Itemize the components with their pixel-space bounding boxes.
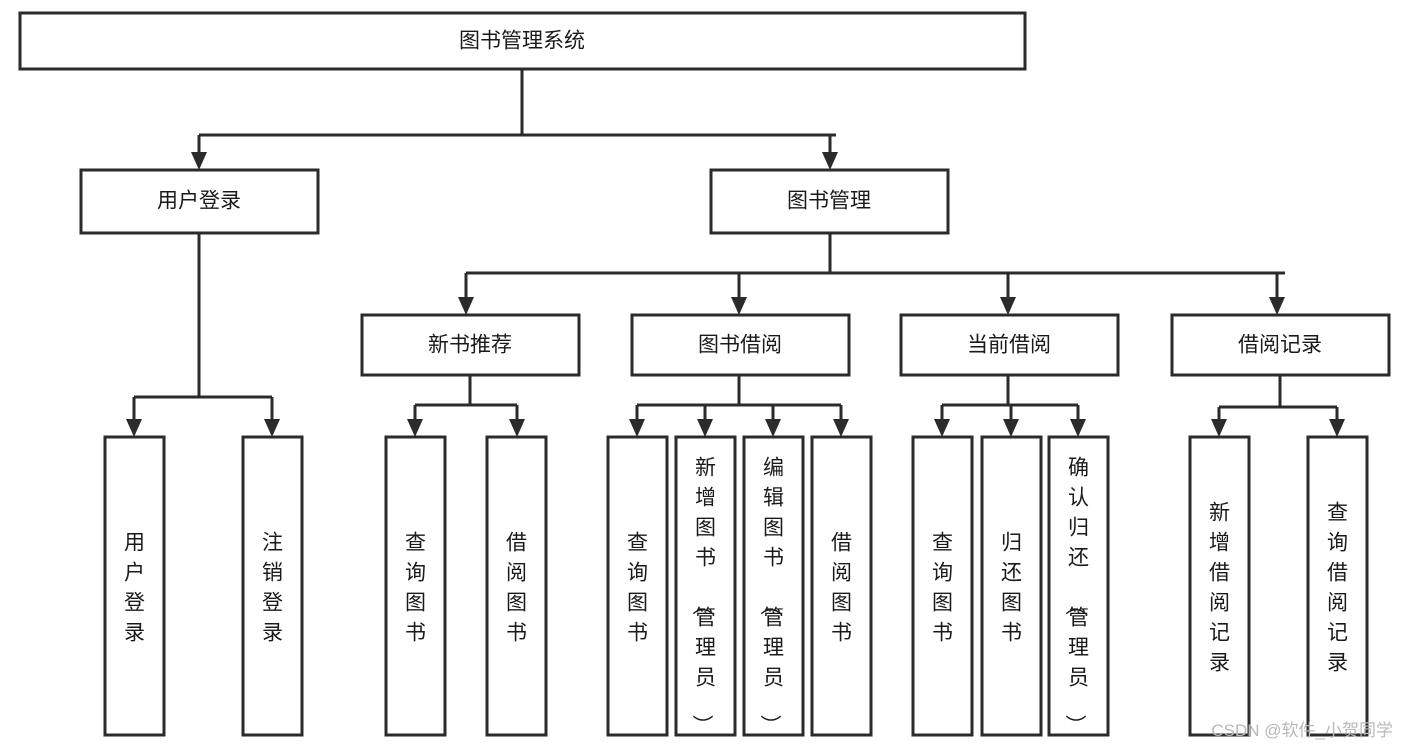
node-leaf-add-book-label: 新增图书（管理员） (690, 456, 716, 735)
node-leaf-user-login[interactable]: 用户登录 (103, 435, 166, 737)
node-leaf-confirm-return-box[interactable] (1047, 435, 1110, 737)
arrowhead-leaf-confirm-return (1070, 419, 1086, 437)
node-leaf-query-book-3-label: 查询图书 (932, 531, 953, 644)
node-book-manage[interactable]: 图书管理 (709, 168, 950, 235)
node-borrow-record[interactable]: 借阅记录 (1170, 313, 1391, 377)
arrowhead-leaf-query-book-3 (934, 419, 950, 437)
node-leaf-edit-book-label: 编辑图书（管理员） (758, 456, 784, 735)
node-current-borrow-label: 当前借阅 (967, 334, 1051, 357)
arrowhead-borrow-record (1269, 297, 1285, 315)
arrowhead-leaf-borrow-book-2 (833, 419, 849, 437)
node-leaf-logout[interactable]: 注销登录 (241, 435, 304, 737)
node-leaf-user-login-box[interactable] (103, 435, 166, 737)
arrowhead-leaf-add-book (697, 419, 713, 437)
arrowhead-leaf-query-book-2 (629, 419, 645, 437)
arrowhead-leaf-query-book-1 (407, 419, 423, 437)
arrowhead-current-borrow (1000, 297, 1016, 315)
node-leaf-borrow-book-2[interactable]: 借阅图书 (810, 435, 873, 737)
connectors-book-manage-to-level3 (458, 233, 1285, 315)
node-leaf-edit-book[interactable]: 编辑图书（管理员） (742, 435, 805, 737)
node-user-login-box[interactable] (79, 168, 320, 235)
arrowhead-book-borrow (731, 297, 747, 315)
node-leaf-logout-label: 注销登录 (262, 531, 283, 644)
node-new-book-rec[interactable]: 新书推荐 (360, 313, 581, 377)
node-book-borrow-label: 图书借阅 (698, 334, 782, 357)
node-leaf-return-book-box[interactable] (980, 435, 1043, 737)
node-leaf-add-record[interactable]: 新增借阅记录 (1188, 435, 1251, 737)
connectors-root-to-level2 (191, 69, 838, 170)
node-leaf-borrow-book-1-label: 借阅图书 (506, 531, 527, 644)
node-new-book-rec-box[interactable] (360, 313, 581, 377)
arrowhead-leaf-edit-book (765, 419, 781, 437)
node-leaf-query-book-2[interactable]: 查询图书 (606, 435, 669, 737)
node-leaf-borrow-book-1-box[interactable] (485, 435, 548, 737)
node-leaf-user-login-label: 用户登录 (124, 531, 145, 644)
leaf-nodes-layer: 用户登录 注销登录 查询图书 借阅图书 查询图书 新增图书（管理员） 编辑图书（管理员） 借阅… (103, 435, 1369, 737)
node-leaf-borrow-book-1[interactable]: 借阅图书 (485, 435, 548, 737)
node-leaf-add-book[interactable]: 新增图书（管理员） (674, 435, 737, 737)
node-book-manage-box[interactable] (709, 168, 950, 235)
node-leaf-edit-book-box[interactable] (742, 435, 805, 737)
node-book-manage-label: 图书管理 (787, 190, 871, 213)
node-leaf-query-record-label: 查询借阅记录 (1327, 501, 1348, 674)
arrowhead-book-manage (822, 152, 838, 170)
node-user-login[interactable]: 用户登录 (79, 168, 320, 235)
node-leaf-query-book-3-box[interactable] (911, 435, 974, 737)
node-leaf-borrow-book-2-box[interactable] (810, 435, 873, 737)
node-leaf-query-record-box[interactable] (1306, 435, 1369, 737)
arrowhead-user-login (191, 152, 207, 170)
node-leaf-return-book[interactable]: 归还图书 (980, 435, 1043, 737)
connectors-new-book-rec-to-leaves (407, 375, 525, 437)
node-leaf-add-book-box[interactable] (674, 435, 737, 737)
node-new-book-rec-label: 新书推荐 (428, 334, 512, 357)
node-borrow-record-label: 借阅记录 (1238, 334, 1322, 357)
node-leaf-query-book-2-box[interactable] (606, 435, 669, 737)
node-leaf-query-book-3[interactable]: 查询图书 (911, 435, 974, 737)
arrowhead-leaf-logout (264, 419, 280, 437)
node-leaf-query-book-1-box[interactable] (384, 435, 447, 737)
node-leaf-borrow-book-2-label: 借阅图书 (831, 531, 852, 644)
connectors-book-borrow-to-leaves (629, 375, 849, 437)
node-current-borrow-box[interactable] (899, 313, 1120, 377)
node-leaf-logout-box[interactable] (241, 435, 304, 737)
connectors-borrow-record-to-leaves (1211, 375, 1345, 437)
connectors-current-borrow-to-leaves (934, 375, 1086, 437)
arrowhead-leaf-user-login (126, 419, 142, 437)
node-book-borrow-box[interactable] (630, 313, 851, 377)
node-leaf-return-book-label: 归还图书 (1001, 531, 1022, 644)
node-leaf-add-record-label: 新增借阅记录 (1209, 501, 1230, 674)
node-book-borrow[interactable]: 图书借阅 (630, 313, 851, 377)
arrowhead-new-book-rec (458, 297, 474, 315)
node-leaf-query-book-1-label: 查询图书 (405, 531, 426, 644)
arrowhead-leaf-query-record (1329, 419, 1345, 437)
node-leaf-confirm-return-label: 确认归还（管理员） (1063, 456, 1089, 735)
node-leaf-query-book-2-label: 查询图书 (627, 531, 648, 644)
node-leaf-query-record[interactable]: 查询借阅记录 (1306, 435, 1369, 737)
node-root-box[interactable] (18, 11, 1027, 71)
node-leaf-add-record-box[interactable] (1188, 435, 1251, 737)
arrowhead-leaf-borrow-book-1 (509, 419, 525, 437)
node-root[interactable]: 图书管理系统 (18, 11, 1027, 71)
node-leaf-confirm-return[interactable]: 确认归还（管理员） (1047, 435, 1110, 737)
connectors-user-login-to-leaves (126, 233, 280, 437)
node-leaf-query-book-1[interactable]: 查询图书 (384, 435, 447, 737)
arrowhead-leaf-return-book (1003, 419, 1019, 437)
node-current-borrow[interactable]: 当前借阅 (899, 313, 1120, 377)
node-root-label: 图书管理系统 (459, 30, 585, 53)
arrowhead-leaf-add-record (1211, 419, 1227, 437)
node-borrow-record-box[interactable] (1170, 313, 1391, 377)
node-user-login-label: 用户登录 (157, 190, 241, 213)
